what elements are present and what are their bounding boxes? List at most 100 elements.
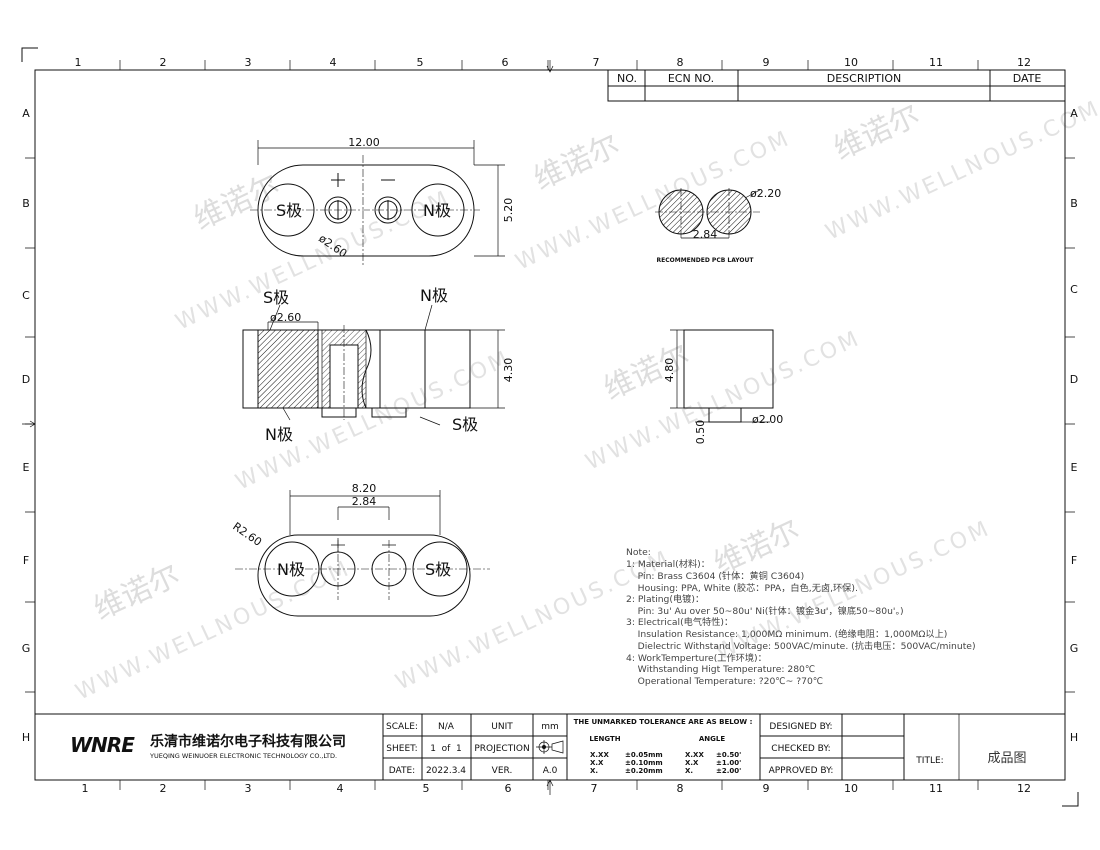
- grid-columns-9-text: 10: [844, 782, 858, 795]
- title-block-date-label-text: DATE:: [389, 766, 415, 776]
- top-view-width-text: 12.00: [348, 136, 380, 149]
- grid-rows-0-text: A: [22, 107, 30, 120]
- grid-columns-10-text: 11: [929, 56, 943, 69]
- side-view-n-pole-top-text: N极: [420, 286, 448, 305]
- path-mark: [119, 780, 979, 790]
- watermark-url-text: WWW.WELLNOUS.COM: [512, 126, 795, 276]
- grid-columns-8-text: 9: [763, 56, 770, 69]
- top-view-s-pole-text: S极: [276, 201, 302, 220]
- path-mark: [289, 490, 441, 552]
- front-view: 4.80 0.50 ø2.00: [663, 329, 783, 445]
- grid-columns-6-text: 7: [591, 782, 598, 795]
- grid-columns-3-text: 4: [337, 782, 344, 795]
- rect-mark: [257, 164, 475, 257]
- grid-columns-4-text: 5: [417, 56, 424, 69]
- projection-symbol-icon: [536, 740, 564, 754]
- title-block-designed-by-text: DESIGNED BY:: [769, 722, 832, 732]
- grid-columns-4-text: 5: [423, 782, 430, 795]
- rect-mark: [708, 407, 742, 423]
- revision-table-headers-3-text: DATE: [1013, 72, 1042, 85]
- bottom-view-n-pole-text: N极: [277, 560, 305, 579]
- path-mark: [670, 329, 770, 423]
- title-block-scale-label-text: SCALE:: [386, 722, 418, 732]
- notes-10-text: Withstanding Higt Temperature: 280℃: [626, 664, 815, 675]
- title-block-company-en-text: YUEQING WEINUOER ELECTRONIC TECHNOLOGY C…: [149, 752, 337, 760]
- notes-1-text: 1: Material(材料)：: [626, 558, 710, 570]
- watermark-cn-text: 维诺尔: [89, 557, 185, 627]
- front-view-height-text: 4.80: [663, 358, 676, 383]
- bottom-view-pitch-text: 2.84: [352, 495, 377, 508]
- path-mark: [269, 304, 441, 426]
- revision-table: NO. ECN NO. DESCRIPTION DATE: [607, 69, 1066, 102]
- grid-columns-7-text: 8: [677, 56, 684, 69]
- title-block-projection-label-text: PROJECTION: [474, 744, 529, 754]
- grid-columns-1-text: 2: [160, 56, 167, 69]
- title-block-scale-text: N/A: [438, 722, 455, 732]
- tolerance-row: X. ±0.20mm X. ±2.00': [590, 767, 741, 775]
- title-block-tolerance-title-text: THE UNMARKED TOLERANCE ARE AS BELOW :: [574, 718, 753, 726]
- grid-labels: 1 2 3 4 5 6 7 8 9 10 11 12 1 2 3 4 5 6 7…: [22, 56, 1079, 795]
- top-view-height-text: 5.20: [502, 198, 515, 223]
- notes-2-text: Pin: Brass C3604 (针体：黄铜 C3604): [626, 570, 804, 582]
- notes-9-text: 4: WorkTemperture(工作环境)：: [626, 652, 767, 664]
- notes-11-text: Operational Temperature: ?20℃~ ?70℃: [626, 676, 823, 687]
- title-block-title-text: 成品图: [987, 751, 1026, 766]
- rect-mark: [371, 407, 407, 418]
- grid-rows-6-text: G: [1070, 642, 1079, 655]
- grid-columns-5-text: 6: [505, 782, 512, 795]
- path-mark: [257, 140, 505, 257]
- title-block-sheet-text: 1 of 1: [430, 744, 462, 754]
- notes-0-text: Note:: [626, 547, 651, 558]
- path-mark: [331, 173, 395, 187]
- grid-columns-2-text: 3: [245, 782, 252, 795]
- grid-rows-4-text: E: [23, 461, 30, 474]
- notes-6-text: 3: Electrical(电气特性)：: [626, 616, 733, 628]
- grid-rows-7-text: H: [22, 731, 30, 744]
- pcb-layout-pitch-text: 2.84: [693, 228, 718, 241]
- revision-table-headers-1-text: ECN NO.: [668, 72, 714, 85]
- title-block: WNRE 乐清市维诺尔电子科技有限公司 YUEQING WEINUOER ELE…: [35, 713, 1065, 780]
- title-block-ver-label-text: VER.: [492, 766, 513, 776]
- path-mark: [35, 713, 1065, 780]
- pcb-layout-caption-text: RECOMMENDED PCB LAYOUT: [657, 257, 755, 264]
- title-block-angle-label-text: ANGLE: [699, 735, 725, 743]
- side-view-height-text: 4.30: [502, 358, 515, 383]
- grid-rows-1-text: B: [22, 197, 30, 210]
- path-mark: [250, 155, 480, 265]
- grid-rows-4-text: E: [1071, 461, 1078, 474]
- title-block-tolerances-0-lv-text: ±0.05mm: [625, 751, 663, 759]
- grid-rows-7-text: H: [1070, 731, 1078, 744]
- watermark-url-text: WWW.WELLNOUS.COM: [72, 556, 355, 706]
- grid-rows-2-text: C: [22, 289, 30, 302]
- title-block-tolerances-2-av-text: ±2.00': [716, 767, 741, 775]
- grid-columns-0-text: 1: [82, 782, 89, 795]
- grid-columns-2-text: 3: [245, 56, 252, 69]
- watermark-cn-text: 维诺尔: [189, 167, 285, 237]
- side-section-view: S极 N极 ø2.60 4.30 N极 S极: [242, 286, 515, 444]
- title-block-tolerances-0-ak-text: X.XX: [685, 751, 704, 759]
- title-block-date-text: 2022.3.4: [426, 766, 466, 776]
- title-block-tolerances-1-lk-text: X.X: [590, 759, 604, 767]
- title-block-tolerances-1-lv-text: ±0.10mm: [625, 759, 663, 767]
- side-view-dia-text: ø2.60: [270, 311, 301, 324]
- title-block-tolerances-2-ak-text: X.: [685, 767, 693, 775]
- front-view-pin-len-text: 0.50: [694, 420, 707, 445]
- grid-columns-1-text: 2: [160, 782, 167, 795]
- notes: Note: 1: Material(材料)： Pin: Brass C3604 …: [626, 547, 976, 687]
- path-mark: [119, 60, 979, 70]
- title-block-sheet-label-text: SHEET:: [386, 744, 417, 754]
- grid-rows-6-text: G: [22, 642, 31, 655]
- title-block-unit-text: mm: [541, 722, 559, 732]
- path-mark: [267, 321, 505, 409]
- watermark-cn-text: 维诺尔: [829, 97, 925, 167]
- side-view-s-pole-top-text: S极: [263, 288, 289, 307]
- grid-columns-3-text: 4: [330, 56, 337, 69]
- grid-columns-9-text: 10: [844, 56, 858, 69]
- title-block-length-label-text: LENGTH: [589, 735, 620, 743]
- notes-7-text: Insulation Resistance: 1,000MΩ minimum. …: [626, 628, 947, 640]
- grid-rows-3-text: D: [1070, 373, 1078, 386]
- title-block-tolerances-1-ak-text: X.X: [685, 759, 699, 767]
- path-mark: [22, 60, 554, 795]
